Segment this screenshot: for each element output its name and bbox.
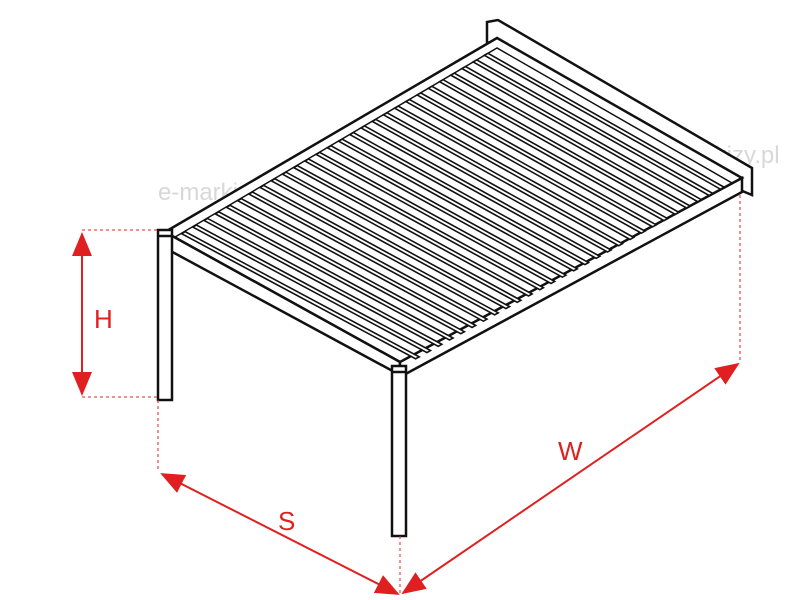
- roof-slat: [292, 164, 534, 297]
- roof-slat: [224, 204, 467, 335]
- roof-slat: [393, 105, 636, 241]
- roof-slat: [437, 78, 681, 216]
- post-front: [390, 364, 408, 538]
- roof-slat: [426, 85, 670, 222]
- post-left: [156, 228, 174, 402]
- roof-slat: [404, 98, 647, 235]
- extension-lines: [82, 195, 741, 596]
- roof-slat: [213, 210, 455, 341]
- depth-label: S: [278, 506, 295, 536]
- roof-slat: [303, 158, 546, 291]
- roof-slat: [449, 72, 692, 209]
- roof-slat: [280, 171, 523, 304]
- roof-slat: [359, 125, 602, 260]
- roof-slat: [336, 138, 579, 272]
- roof-slat: [381, 111, 625, 247]
- roof-slat: [258, 184, 500, 316]
- roof-slat: [471, 58, 715, 197]
- roof-slat: [482, 52, 726, 191]
- width-label: W: [558, 436, 583, 466]
- roof-slat: [325, 144, 568, 279]
- roof-slat: [460, 65, 704, 203]
- roof-slat: [236, 197, 478, 329]
- roof-slat: [247, 191, 489, 323]
- roof-slats: [179, 52, 726, 360]
- roof-slat: [179, 230, 421, 360]
- roof-slat: [314, 151, 557, 285]
- height-label: H: [94, 304, 113, 334]
- roof-slat: [202, 217, 444, 348]
- roof-slat: [370, 118, 613, 253]
- roof-slat: [191, 224, 433, 354]
- roof-slat: [415, 92, 658, 228]
- roof-slat: [269, 177, 512, 310]
- roof-slat: [348, 131, 591, 266]
- depth-dimension-arrow: [160, 473, 400, 595]
- width-dimension-arrow: [401, 362, 740, 595]
